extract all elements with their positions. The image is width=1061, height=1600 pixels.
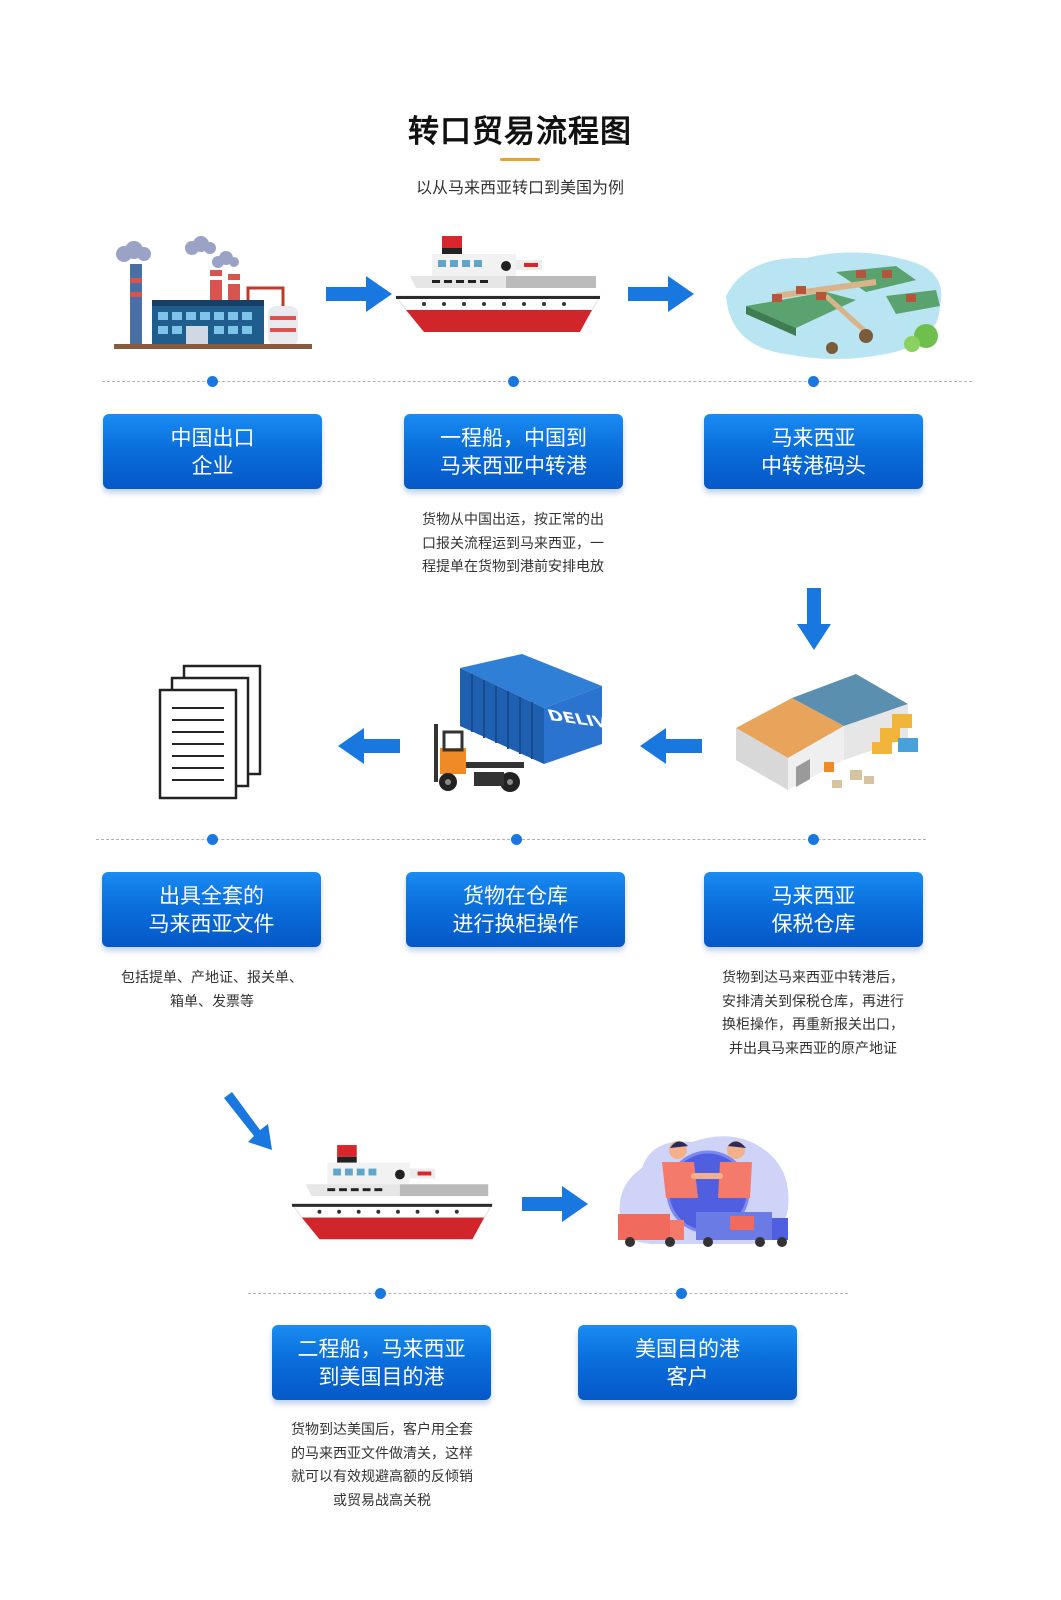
title-underline [500, 158, 540, 161]
arrow-diagonal-icon [224, 1092, 272, 1150]
timeline-divider [248, 1293, 848, 1294]
step-box-china-exporter: 中国出口 企业 [103, 414, 322, 489]
step-box-container-swap: 货物在仓库 进行换柜操作 [406, 872, 625, 947]
page-subtitle: 以从马来西亚转口到美国为例 [415, 178, 624, 197]
arrow-down-icon [797, 588, 831, 650]
timeline-dot [375, 1288, 386, 1299]
timeline-dot [207, 376, 218, 387]
timeline-dot [511, 834, 522, 845]
timeline-dot [207, 834, 218, 845]
timeline-dot [676, 1288, 687, 1299]
step-desc-bonded-warehouse: 货物到达马来西亚中转港后， 安排清关到保税仓库，再进行 换柜操作，再重新报关出口… [722, 970, 904, 1057]
warehouse-icon [736, 674, 918, 790]
step-box-second-voyage: 二程船，马来西亚 到美国目的港 [272, 1325, 491, 1400]
timeline-dot [808, 834, 819, 845]
step-box-malaysia-port: 马来西亚 中转港码头 [704, 414, 923, 489]
ship-icon [395, 236, 601, 332]
documents-icon [158, 664, 262, 800]
arrow-right-icon [326, 276, 392, 312]
step-desc-second-voyage: 货物到达美国后，客户用全套 的马来西亚文件做清关，这样 就可以有效规避高额的反倾… [291, 1422, 473, 1509]
arrow-left-icon [640, 728, 702, 764]
step-desc-documents: 包括提单、产地证、报关单、 箱单、发票等 [121, 970, 303, 1010]
ship-icon [291, 1145, 493, 1240]
arrow-right-icon [522, 1186, 588, 1222]
step-box-us-customer: 美国目的港 客户 [578, 1325, 797, 1400]
arrow-right-icon [628, 276, 694, 312]
harbor-island-icon [726, 252, 942, 359]
timeline-dot [808, 376, 819, 387]
container-forklift-icon: DELIVERY [434, 654, 649, 792]
step-box-documents: 出具全套的 马来西亚文件 [102, 872, 321, 947]
step-desc-first-voyage: 货物从中国出运，按正常的出 口报关流程运到马来西亚，一 程提单在货物到港前安排电… [422, 512, 604, 575]
arrow-left-icon [338, 728, 400, 764]
page-title: 转口贸易流程图 [408, 114, 632, 150]
timeline-dot [508, 376, 519, 387]
step-box-first-voyage: 一程船，中国到 马来西亚中转港 [404, 414, 623, 489]
handshake-delivery-icon [618, 1136, 789, 1247]
factory-icon [114, 236, 312, 349]
step-box-bonded-warehouse: 马来西亚 保税仓库 [704, 872, 923, 947]
timeline-divider [102, 381, 972, 382]
